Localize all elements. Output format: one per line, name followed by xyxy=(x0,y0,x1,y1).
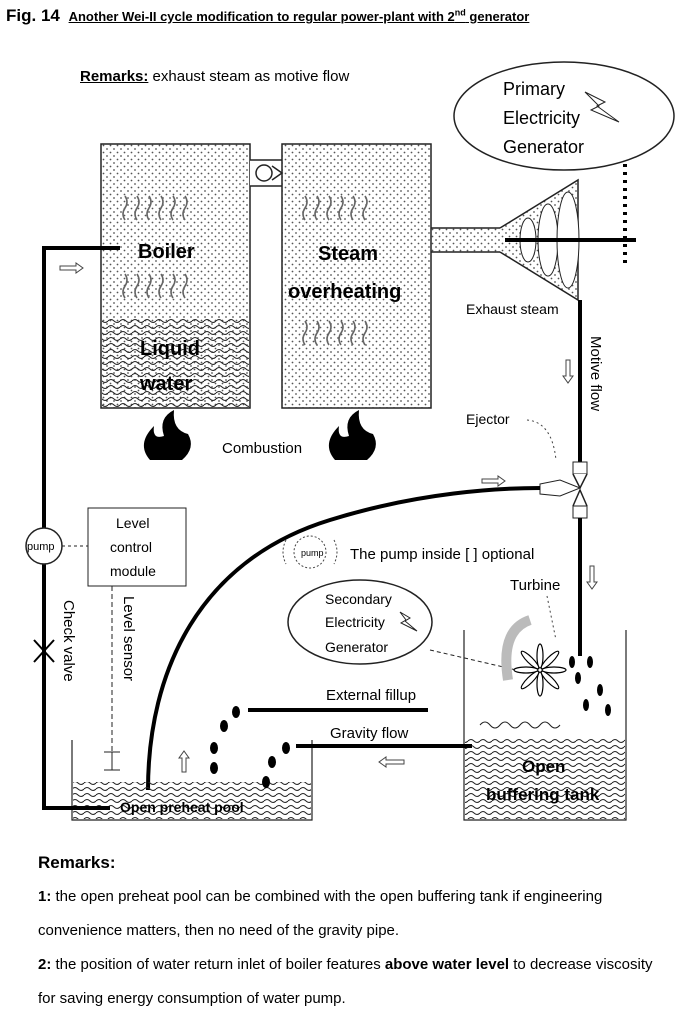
caption-text: Another Wei-II cycle modification to reg… xyxy=(68,9,455,24)
secondary-label-2: Electricity xyxy=(325,614,385,630)
feed-pump: pump xyxy=(25,527,63,565)
remark-2-text-b: to decrease viscosity for saving energy … xyxy=(38,956,653,1007)
connector-valve xyxy=(250,159,284,187)
turbine-label: Turbine xyxy=(510,577,560,594)
ejector xyxy=(539,461,588,519)
down-arrow-icon xyxy=(562,359,574,384)
gravity-flow-label: Gravity flow xyxy=(330,725,409,742)
steam-pipe xyxy=(430,140,636,302)
check-valve-icon xyxy=(33,639,55,663)
tank-label-2: buffering tank xyxy=(486,785,600,804)
liquid-label-2: water xyxy=(139,373,192,395)
combustion-label: Combustion xyxy=(222,440,302,457)
boiler-tank: Boiler Liquid water xyxy=(100,143,251,409)
ejector-pointer xyxy=(526,419,557,461)
water-drops xyxy=(569,656,611,716)
remark-2-number: 2: xyxy=(38,956,52,973)
remark-1: 1: the open preheat pool can be combined… xyxy=(38,880,668,948)
down-arrow-icon xyxy=(586,565,598,590)
ejector-label: Ejector xyxy=(466,411,510,427)
level-label-3: module xyxy=(110,563,156,579)
liquid-label-1: Liquid xyxy=(140,338,200,360)
bottom-remarks: Remarks: 1: the open preheat pool can be… xyxy=(38,846,668,1016)
top-remark-key: Remarks: xyxy=(80,68,149,85)
remark-2-text-a: the position of water return inlet of bo… xyxy=(51,956,385,973)
external-fillup-label: External fillup xyxy=(326,687,416,704)
return-pipe xyxy=(146,486,541,791)
right-arrow-icon xyxy=(59,262,84,274)
steam-tank: Steam overheating xyxy=(281,143,432,409)
exhaust-steam-label: Exhaust steam xyxy=(466,301,559,317)
optional-pump: pump xyxy=(282,535,338,569)
figure-title: Fig. 14 Another Wei-II cycle modificatio… xyxy=(6,6,529,26)
remark-1-number: 1: xyxy=(38,888,52,905)
pump-label: pump xyxy=(27,541,55,553)
bottom-remarks-title: Remarks: xyxy=(38,853,116,872)
boiler-label: Boiler xyxy=(138,241,195,263)
steam-label-2: overheating xyxy=(288,281,401,303)
level-label-2: control xyxy=(110,539,152,555)
secondary-generator: Secondary Electricity Generator xyxy=(287,579,433,665)
check-valve-label: Check valve xyxy=(60,600,77,682)
primary-label-2: Electricity xyxy=(503,108,580,128)
left-arrow-icon xyxy=(378,756,405,768)
buffering-tank: Open buffering tank xyxy=(463,630,627,821)
secondary-label-3: Generator xyxy=(325,639,388,655)
primary-label-1: Primary xyxy=(503,79,565,99)
caption-tail: generator xyxy=(465,9,530,24)
svg-text:pump: pump xyxy=(301,548,324,558)
tank-label-1: Open xyxy=(522,757,565,776)
remark-2-bold: above water level xyxy=(384,956,510,973)
turbine-pointer xyxy=(546,595,557,641)
right-arrow-icon xyxy=(481,475,506,487)
figure-number: Fig. 14 xyxy=(6,6,60,25)
top-remark: Remarks: exhaust steam as motive flow xyxy=(80,68,349,85)
level-sensor-label: Level sensor xyxy=(120,596,137,681)
secondary-link xyxy=(429,649,526,673)
up-arrow-icon xyxy=(178,750,190,773)
gravity-drops xyxy=(262,742,290,788)
turbine-wheel xyxy=(513,643,567,697)
motive-flow-label: Motive flow xyxy=(587,336,604,411)
remark-1-text: the open preheat pool can be combined wi… xyxy=(38,888,603,939)
primary-generator: Primary Electricity Generator xyxy=(453,61,675,171)
steam-label-1: Steam xyxy=(318,243,378,265)
level-label-1: Level xyxy=(116,515,149,531)
figure-caption: Another Wei-II cycle modification to reg… xyxy=(68,7,530,24)
remark-2: 2: the position of water return inlet of… xyxy=(38,948,668,1016)
secondary-label-1: Secondary xyxy=(325,591,392,607)
rotation-arrow xyxy=(501,615,532,681)
preheat-pool: Open preheat pool xyxy=(71,740,313,821)
combustion: Combustion xyxy=(143,410,376,460)
pump-optional-label: The pump inside [ ] optional xyxy=(350,546,534,563)
top-remark-text: exhaust steam as motive flow xyxy=(148,68,350,85)
preheat-label: Open preheat pool xyxy=(120,799,244,815)
fillup-drops xyxy=(210,706,240,774)
level-control-module: Level control module xyxy=(87,507,187,587)
caption-superscript: nd xyxy=(454,7,466,18)
level-sensor xyxy=(104,751,120,771)
primary-label-3: Generator xyxy=(503,137,584,157)
powerplant-diagram: Boiler Liquid water Steam overheating Pr… xyxy=(25,61,675,821)
